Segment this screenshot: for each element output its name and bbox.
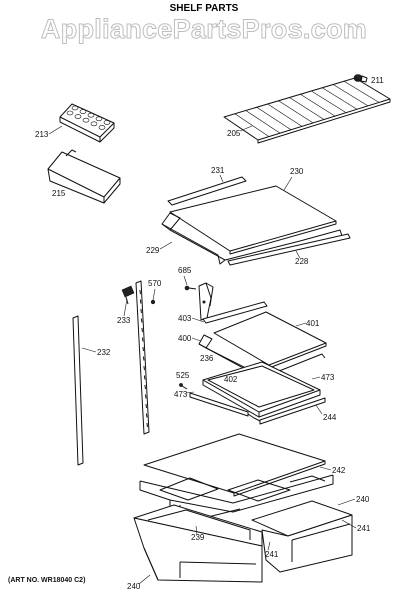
part-232-vertical-trim	[72, 315, 84, 466]
callout-236: 236	[200, 354, 214, 363]
callout-240-top: 240	[356, 495, 370, 504]
part-240-crisper-drawer-left	[133, 504, 263, 583]
part-241-crisper-drawer-right	[251, 500, 353, 573]
diagram-title: SHELF PARTS	[170, 3, 239, 14]
part-shelf-trim-bar	[202, 301, 268, 324]
callout-211: 211	[371, 76, 384, 85]
part-229-shelf-frame	[161, 212, 343, 265]
callout-239: 239	[191, 533, 205, 542]
callout-685: 685	[178, 266, 192, 275]
callout-525: 525	[176, 371, 190, 380]
part-231-shelf-front-trim	[167, 176, 247, 206]
callout-231: 231	[211, 166, 225, 175]
part-403-bracket	[198, 282, 214, 321]
callout-403: 403	[178, 314, 192, 323]
callout-570: 570	[148, 279, 162, 288]
callout-240-bottom: 240	[127, 582, 141, 591]
callout-232: 232	[97, 348, 111, 357]
part-685-screw	[184, 285, 197, 291]
callout-230: 230	[290, 167, 304, 176]
callout-473-right: 473	[321, 373, 335, 382]
part-228-shelf-rear-trim	[227, 233, 351, 266]
shelf-ladder-rail	[135, 280, 150, 435]
part-211-shelf-end-cap	[353, 74, 368, 83]
part-244-slide-rails	[189, 392, 326, 425]
part-402-slide-out-shelf	[202, 361, 321, 418]
part-230-glass-shelf	[169, 185, 337, 255]
callout-229: 229	[146, 246, 160, 255]
callout-402: 402	[224, 375, 238, 384]
callout-473-left: 473	[174, 390, 188, 399]
callout-400: 400	[178, 334, 192, 343]
watermark: AppliancePartsPros.com	[41, 14, 367, 44]
callout-213: 213	[35, 130, 49, 139]
art-number: (ART NO. WR18040 C2)	[8, 577, 85, 584]
part-205-wire-shelf	[223, 77, 391, 144]
part-242-crisper-cover	[143, 433, 326, 497]
part-570-screw	[150, 299, 156, 305]
part-525-screw	[179, 383, 188, 390]
callout-242: 242	[332, 466, 346, 475]
part-213-egg-tray	[59, 103, 115, 143]
part-233-shelf-bracket	[121, 285, 135, 305]
part-215-door-bin	[47, 149, 121, 204]
callout-241-left: 241	[265, 550, 279, 559]
callout-233: 233	[117, 316, 131, 325]
callout-241-right: 241	[357, 524, 371, 533]
callout-244: 244	[323, 413, 337, 422]
callout-215: 215	[52, 189, 66, 198]
callout-228: 228	[295, 257, 309, 266]
callout-401: 401	[306, 319, 320, 328]
callout-205: 205	[227, 129, 241, 138]
